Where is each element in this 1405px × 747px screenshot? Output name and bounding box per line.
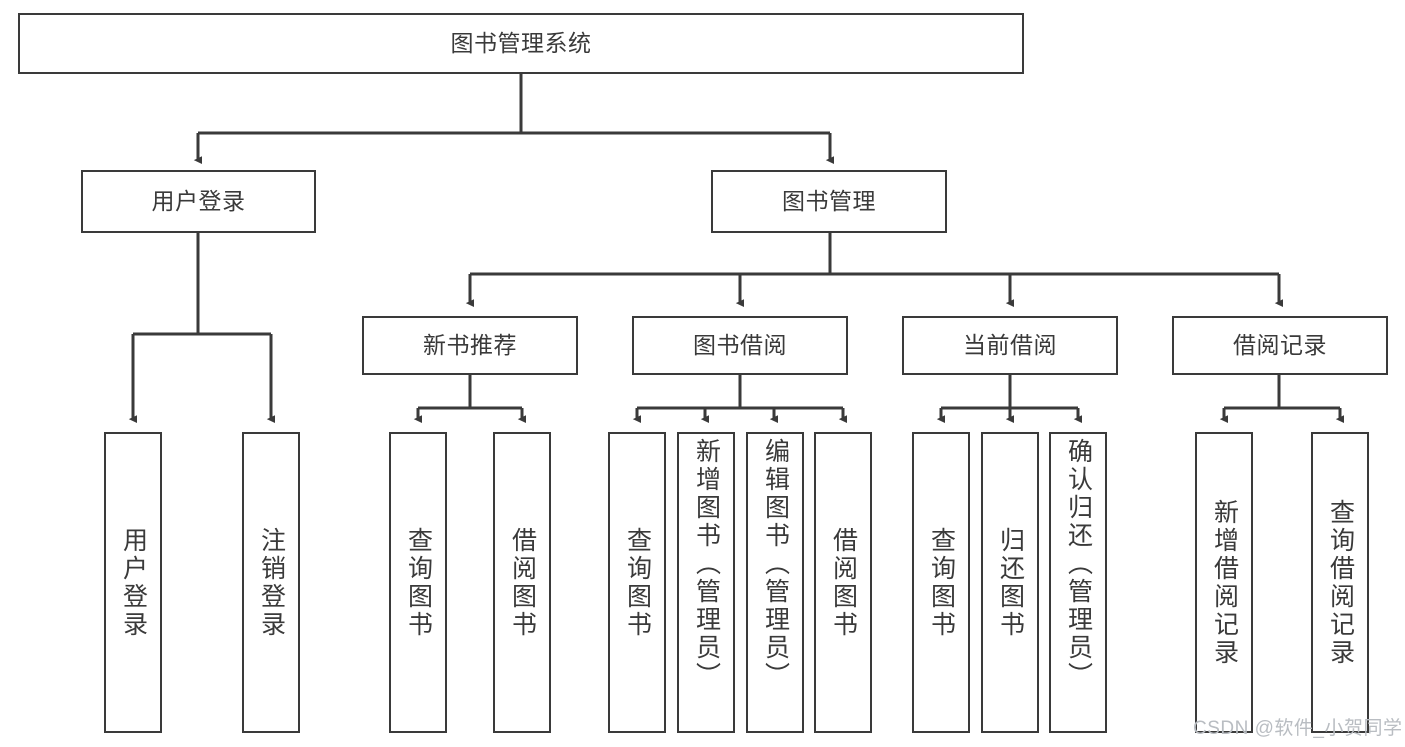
- node-leaf-add-book[interactable]: 新增图书（管理员）: [677, 432, 735, 733]
- node-leaf-query-book-2-label: 查询图书: [623, 526, 652, 639]
- node-leaf-borrow-book-1-label: 借阅图书: [508, 526, 537, 639]
- node-user-login[interactable]: 用户登录: [81, 170, 316, 233]
- node-leaf-borrow-book-2-label: 借阅图书: [829, 526, 858, 639]
- node-leaf-edit-book[interactable]: 编辑图书（管理员）: [746, 432, 804, 733]
- node-leaf-confirm-return[interactable]: 确认归还（管理员）: [1049, 432, 1107, 733]
- node-leaf-return-book-label: 归还图书: [996, 526, 1025, 639]
- node-root-label: 图书管理系统: [450, 29, 592, 56]
- node-leaf-query-book-1[interactable]: 查询图书: [389, 432, 447, 733]
- node-leaf-query-book-2[interactable]: 查询图书: [608, 432, 666, 733]
- node-leaf-query-book-3-label: 查询图书: [927, 526, 956, 639]
- node-leaf-borrow-book-2[interactable]: 借阅图书: [814, 432, 872, 733]
- node-borrow-record-label: 借阅记录: [1233, 331, 1327, 358]
- node-user-login-label: 用户登录: [151, 187, 246, 214]
- node-leaf-confirm-return-label: 确认归还（管理员）: [1064, 438, 1093, 690]
- node-leaf-logout-login-label: 注销登录: [257, 526, 286, 639]
- node-leaf-query-record[interactable]: 查询借阅记录: [1311, 432, 1369, 733]
- node-current-borrow[interactable]: 当前借阅: [902, 316, 1118, 375]
- node-leaf-query-book-3[interactable]: 查询图书: [912, 432, 970, 733]
- node-leaf-edit-book-label: 编辑图书（管理员）: [761, 438, 790, 690]
- node-borrow-record[interactable]: 借阅记录: [1172, 316, 1388, 375]
- node-leaf-query-record-label: 查询借阅记录: [1326, 498, 1355, 667]
- node-leaf-user-login[interactable]: 用户登录: [104, 432, 162, 733]
- node-leaf-add-record[interactable]: 新增借阅记录: [1195, 432, 1253, 733]
- node-leaf-logout-login[interactable]: 注销登录: [242, 432, 300, 733]
- node-leaf-return-book[interactable]: 归还图书: [981, 432, 1039, 733]
- node-leaf-query-book-1-label: 查询图书: [404, 526, 433, 639]
- node-leaf-add-book-label: 新增图书（管理员）: [692, 438, 721, 690]
- node-leaf-borrow-book-1[interactable]: 借阅图书: [493, 432, 551, 733]
- node-root[interactable]: 图书管理系统: [18, 13, 1024, 74]
- watermark: CSDN @软件_小贺同学: [1193, 718, 1403, 739]
- node-book-management[interactable]: 图书管理: [711, 170, 947, 233]
- node-current-borrow-label: 当前借阅: [963, 331, 1057, 358]
- node-book-management-label: 图书管理: [782, 187, 876, 214]
- node-leaf-user-login-label: 用户登录: [119, 526, 148, 639]
- node-book-borrow[interactable]: 图书借阅: [632, 316, 848, 375]
- node-leaf-add-record-label: 新增借阅记录: [1210, 498, 1239, 667]
- node-new-book-recommend[interactable]: 新书推荐: [362, 316, 578, 375]
- node-new-book-recommend-label: 新书推荐: [423, 331, 517, 358]
- node-book-borrow-label: 图书借阅: [693, 331, 787, 358]
